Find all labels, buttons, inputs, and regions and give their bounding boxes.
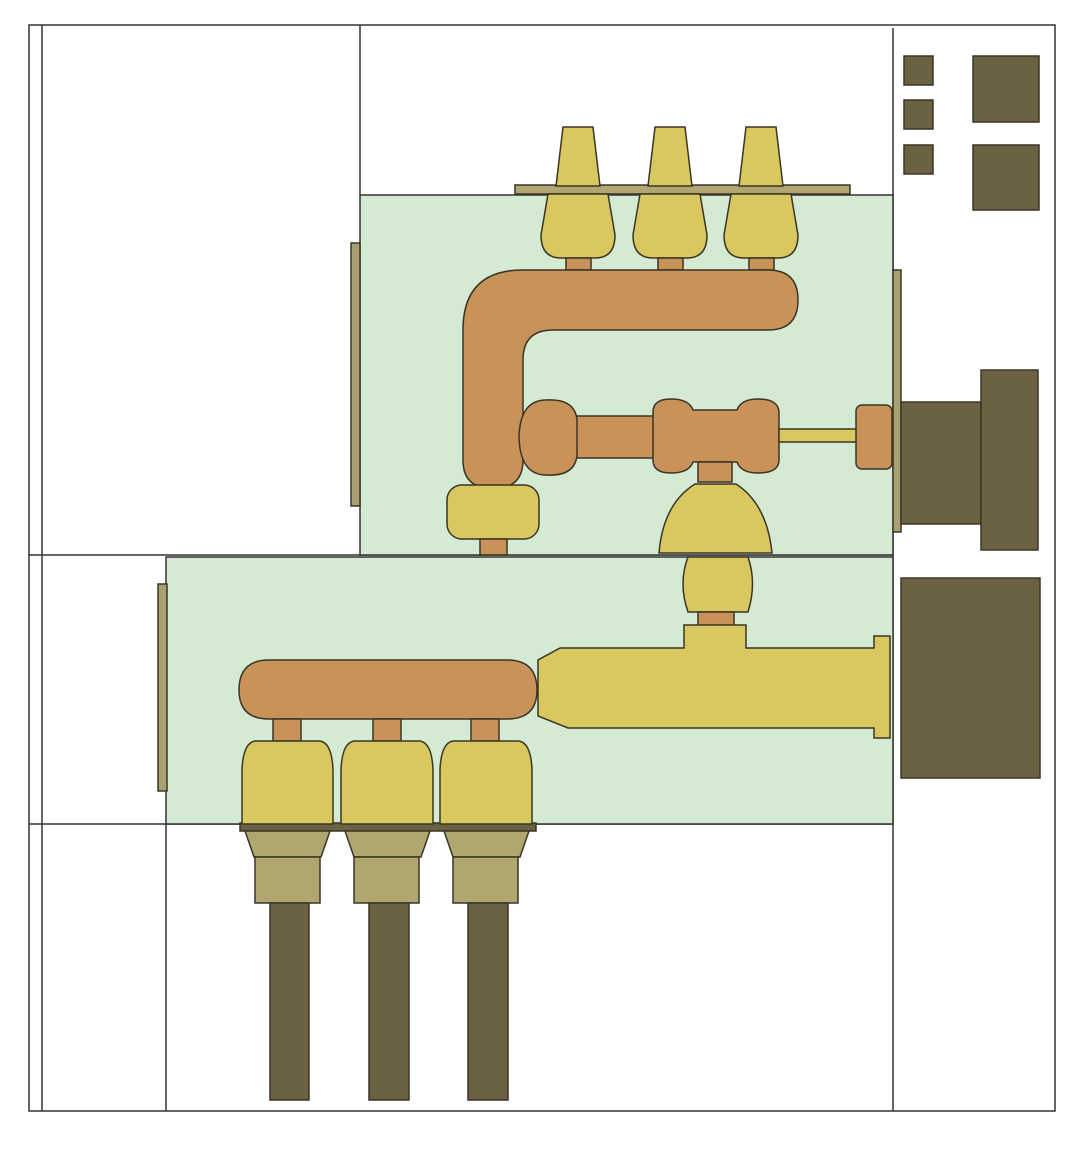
cable-bushing-2: [340, 718, 434, 1101]
cable-bushing-3: [439, 718, 533, 1101]
upper-operating-mechanism: [900, 369, 1039, 551]
upper-support-insulator: [446, 484, 540, 556]
meter-box-1: [972, 55, 1040, 123]
vertical-connecting-insulator: [658, 483, 773, 627]
cable-2: [368, 902, 410, 1101]
lower-left-flange: [157, 583, 168, 792]
lower-main-busbar: [238, 659, 538, 720]
upper-right-flange: [892, 269, 902, 533]
cable-1: [269, 902, 310, 1101]
cable-bushing-1: [241, 718, 334, 1101]
lower-operating-mechanism: [900, 577, 1041, 779]
indicator-box-1: [903, 55, 934, 86]
control-panel: [903, 55, 1040, 211]
upper-left-flange: [350, 242, 361, 507]
indicator-box-3: [903, 144, 934, 175]
indicator-box-2: [903, 99, 934, 130]
cable-3: [467, 902, 509, 1101]
disconnector-assembly: [518, 398, 893, 483]
circuit-breaker-housing: [537, 624, 891, 739]
top-bushing-3: [723, 126, 799, 271]
meter-box-2: [972, 144, 1040, 211]
top-bushing-1: [540, 126, 616, 271]
outer-frame: [28, 24, 1056, 1112]
upper-gas-compartment: [359, 194, 894, 556]
top-bushing-2: [632, 126, 708, 271]
